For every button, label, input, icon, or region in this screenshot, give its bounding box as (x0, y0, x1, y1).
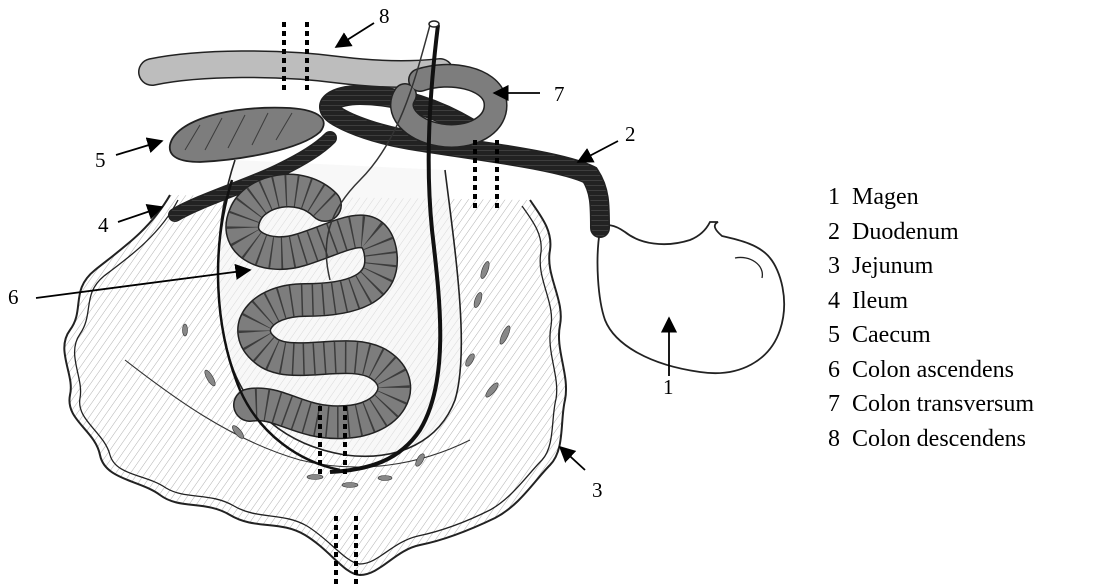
legend-label: Colon ascendens (852, 357, 1014, 383)
callout-arrow-3 (560, 447, 585, 470)
legend-label: Duodenum (852, 219, 959, 245)
callout-arrow-5 (116, 141, 162, 155)
legend-item-colon-transversum: 7 Colon transversum (828, 387, 1034, 422)
callout-number-2: 2 (625, 122, 636, 146)
legend-label: Colon descendens (852, 426, 1026, 452)
legend-number: 3 (828, 249, 844, 283)
legend: 1 Magen 2 Duodenum 3 Jejunum 4 Ileum 5 Caecum… (828, 180, 1034, 456)
legend-label: Ileum (852, 288, 908, 314)
legend-item-colon-descendens: 8 Colon descendens (828, 422, 1034, 457)
colon-descendens-fill (152, 64, 440, 74)
legend-label: Caecum (852, 322, 931, 348)
callout-number-8: 8 (379, 4, 390, 28)
legend-item-caecum: 5 Caecum (828, 318, 1034, 353)
callout-number-6: 6 (8, 285, 19, 309)
legend-item-ileum: 4 Ileum (828, 284, 1034, 319)
legend-label: Jejunum (852, 253, 933, 279)
legend-item-magen: 1 Magen (828, 180, 1034, 215)
vessel-stump (429, 21, 439, 27)
legend-item-jejunum: 3 Jejunum (828, 249, 1034, 284)
callout-arrow-2 (578, 141, 618, 162)
legend-number: 1 (828, 180, 844, 214)
callout-number-3: 3 (592, 478, 603, 502)
legend-number: 4 (828, 284, 844, 318)
callout-number-1: 1 (663, 375, 674, 399)
legend-number: 6 (828, 353, 844, 387)
legend-item-colon-ascendens: 6 Colon ascendens (828, 353, 1034, 388)
legend-label: Colon transversum (852, 391, 1034, 417)
legend-number: 8 (828, 422, 844, 456)
stomach-shape (598, 222, 785, 373)
legend-label: Magen (852, 184, 919, 210)
callout-number-7: 7 (554, 82, 565, 106)
legend-item-duodenum: 2 Duodenum (828, 215, 1034, 250)
callout-number-5: 5 (95, 148, 106, 172)
legend-number: 2 (828, 215, 844, 249)
callout-number-4: 4 (98, 213, 109, 237)
callout-arrow-8 (336, 23, 374, 47)
legend-number: 7 (828, 387, 844, 421)
legend-number: 5 (828, 318, 844, 352)
